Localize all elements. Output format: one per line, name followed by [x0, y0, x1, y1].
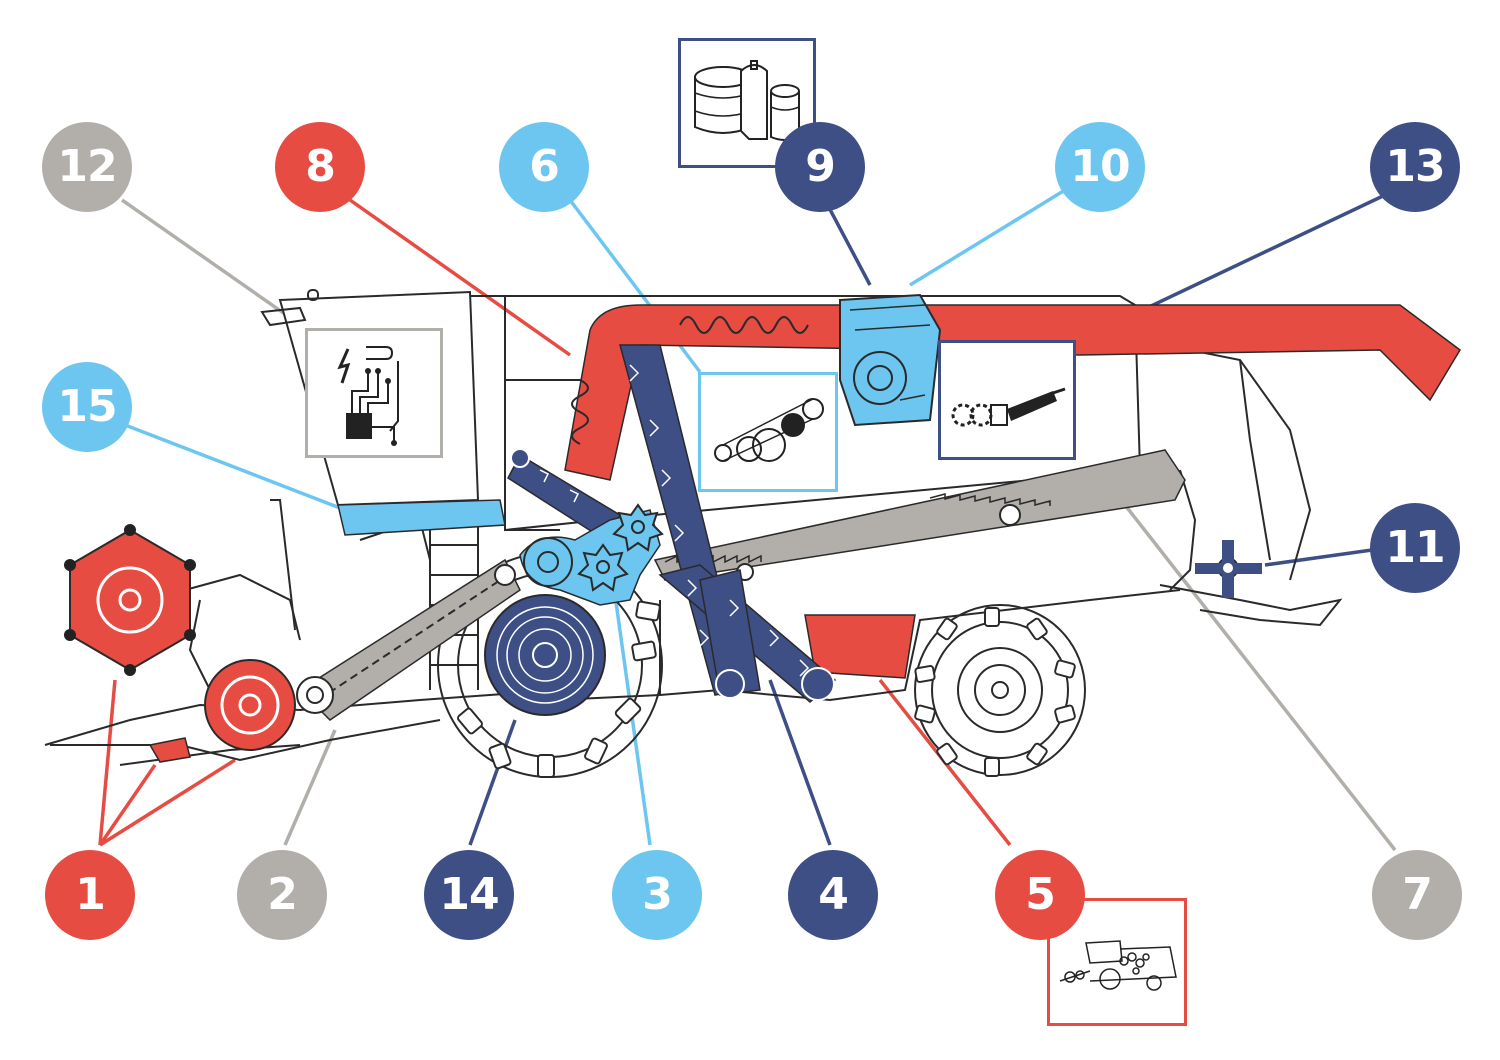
drive-gears — [519, 503, 664, 606]
header-drive-hub — [64, 524, 196, 676]
callout-13: 13 — [1370, 122, 1460, 212]
header-skid — [148, 737, 191, 763]
straw-chopper — [1195, 540, 1262, 598]
callout-4: 4 — [788, 850, 878, 940]
callout-3: 3 — [612, 850, 702, 940]
inset-combine-overview — [1047, 898, 1187, 1026]
callout-5: 5 — [995, 850, 1085, 940]
callout-14: 14 — [424, 850, 514, 940]
inset-hydraulics — [938, 340, 1076, 460]
auger-flighting — [571, 316, 809, 445]
combine-harvester-icon — [1059, 940, 1177, 991]
feeder-chain — [296, 558, 521, 721]
inset-belt-drive — [698, 372, 838, 492]
threshing-drum — [484, 594, 606, 716]
wheel-treads — [457, 600, 1076, 778]
circuit-board-icon — [337, 346, 399, 446]
inset-electronics — [305, 328, 443, 458]
gear-pump-cylinder-icon — [951, 387, 1066, 427]
callout-9: 9 — [775, 122, 865, 212]
callout-12: 12 — [42, 122, 132, 212]
callout-11: 11 — [1370, 503, 1460, 593]
callout-10: 10 — [1055, 122, 1145, 212]
callout-2: 2 — [237, 850, 327, 940]
feeder-pulley — [204, 659, 296, 751]
leader-lines — [98, 188, 1397, 852]
belt-drive-icon — [714, 398, 824, 462]
grain-pan — [804, 614, 916, 679]
cab-platform — [337, 499, 506, 536]
callout-8: 8 — [275, 122, 365, 212]
callout-1: 1 — [45, 850, 135, 940]
callout-15: 15 — [42, 362, 132, 452]
engine — [839, 293, 942, 427]
grain-elevator-chains — [507, 344, 837, 703]
callout-6: 6 — [499, 122, 589, 212]
callout-7: 7 — [1372, 850, 1462, 940]
